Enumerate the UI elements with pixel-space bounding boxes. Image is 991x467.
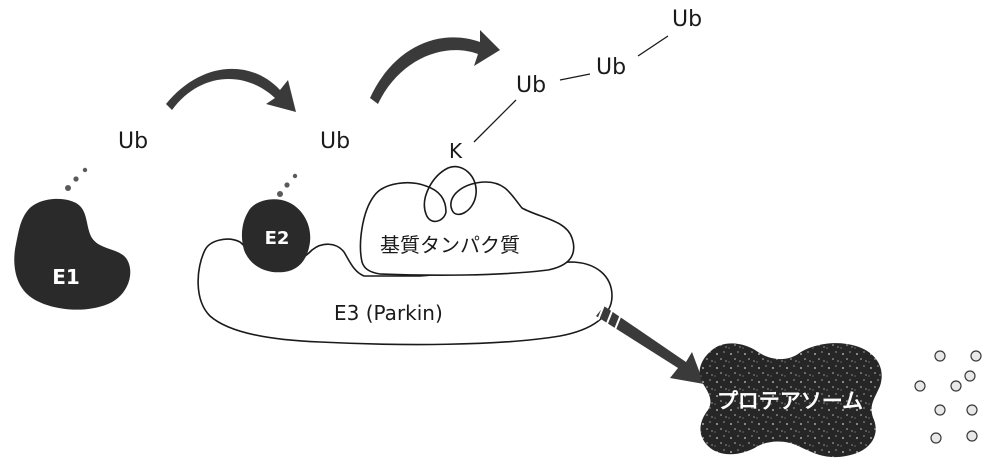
degradation-arrow bbox=[596, 300, 704, 384]
ub-chain-2: Ub bbox=[596, 55, 626, 80]
e2-ub-dots bbox=[277, 174, 297, 197]
transfer-arrow-e1-e2 bbox=[166, 69, 296, 112]
substrate-label: 基質タンパク質 bbox=[380, 233, 520, 257]
proteasome-label: プロテアソーム bbox=[717, 389, 863, 413]
chain-link-ub1-ub2 bbox=[560, 74, 590, 80]
ub-label-e1: Ub bbox=[118, 129, 148, 154]
e1-enzyme bbox=[14, 199, 130, 310]
e2-label: E2 bbox=[265, 228, 290, 249]
chain-link-k-ub1 bbox=[474, 100, 516, 142]
transfer-arrow-e2-substrate bbox=[370, 30, 500, 104]
e1-ub-dots bbox=[65, 168, 87, 191]
ub-chain-3: Ub bbox=[672, 7, 702, 32]
lysine-label: K bbox=[449, 139, 463, 163]
substrate-protein bbox=[361, 167, 574, 276]
ub-label-e2: Ub bbox=[320, 129, 350, 154]
peptide-fragments bbox=[915, 351, 981, 443]
chain-link-ub2-ub3 bbox=[638, 36, 668, 56]
ub-chain-1: Ub bbox=[516, 73, 546, 98]
e1-label: E1 bbox=[52, 265, 80, 289]
e3-label: E3 (Parkin) bbox=[334, 301, 443, 325]
